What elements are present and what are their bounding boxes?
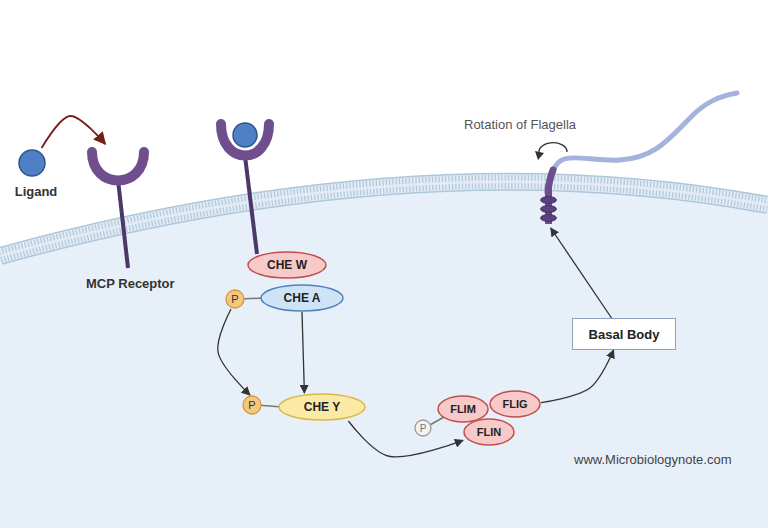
- membrane-core: [0, 182, 768, 256]
- watermark-text: www.Microbiologynote.com: [574, 452, 732, 467]
- node-text: P: [414, 419, 432, 437]
- protein-shape: [438, 396, 488, 422]
- protein-shape: [248, 252, 326, 278]
- protein-ellipse: CHE W: [247, 251, 327, 279]
- receptor-cup: [92, 152, 144, 181]
- node-text: CHE Y: [278, 393, 366, 421]
- rotation-arrowhead: [535, 151, 544, 160]
- signal-arrow: [218, 309, 250, 395]
- signal-arrow: [302, 312, 304, 393]
- bound-ligand: [233, 123, 257, 147]
- receptor-node-outline: [80, 144, 195, 296]
- cell-cytoplasm: [0, 182, 768, 528]
- phosphate-circle: P: [414, 419, 432, 437]
- membrane-band: [0, 182, 768, 256]
- node-text: P: [242, 395, 262, 415]
- basal-body-box: Basal Body: [572, 318, 676, 350]
- protein-ellipse: CHE A: [260, 284, 344, 312]
- signal-arrow: [551, 228, 612, 318]
- protein-ellipse: FLIM: [437, 395, 489, 423]
- protein-ellipse: FLIG: [489, 390, 541, 418]
- receptor-node: MCP Receptor: [80, 144, 195, 296]
- receptor-cup: [221, 124, 269, 156]
- phosphate-shape: [226, 290, 244, 308]
- protein-ellipse: CHE Y: [278, 393, 366, 421]
- flagellum-node-outline: [455, 88, 745, 228]
- flagellum-node: Rotation of Flagella: [455, 88, 745, 228]
- signal-arrow: [42, 116, 106, 148]
- protein-ellipse: FLIN: [463, 418, 515, 446]
- signal-arrow: [541, 350, 614, 403]
- phosphate-shape: [415, 420, 431, 436]
- membrane-lipids: [0, 182, 768, 256]
- node-text: FLIG: [489, 390, 541, 418]
- protein-shape: [490, 391, 540, 417]
- membrane-edge: [0, 182, 768, 256]
- node-text: FLIN: [463, 418, 515, 446]
- node-text: FLIM: [437, 395, 489, 423]
- node-text: Rotation of Flagella: [464, 117, 576, 132]
- receptor-stalk: [245, 156, 257, 254]
- basal-ring: [541, 197, 557, 204]
- phosphate-circle: P: [242, 395, 262, 415]
- node-text: CHE W: [247, 251, 327, 279]
- phosphate-circle: P: [225, 289, 245, 309]
- node-text: MCP Receptor: [86, 276, 175, 291]
- receptor-stalk: [118, 180, 128, 268]
- node-text: CHE A: [260, 284, 344, 312]
- protein-shape: [261, 285, 343, 311]
- ligand-node: Ligand: [8, 148, 64, 206]
- ligand-circle: [19, 150, 45, 176]
- protein-shape: [464, 419, 514, 445]
- node-text: Ligand: [8, 184, 64, 199]
- node-text: P: [225, 289, 245, 309]
- signal-arrow: [348, 421, 463, 457]
- basal-ring: [541, 215, 557, 222]
- flagellar-filament: [553, 93, 737, 172]
- protein-shape: [279, 394, 365, 420]
- phosphate-shape: [243, 396, 261, 414]
- basal-ring: [541, 206, 557, 213]
- node-text: Basal Body: [573, 319, 675, 349]
